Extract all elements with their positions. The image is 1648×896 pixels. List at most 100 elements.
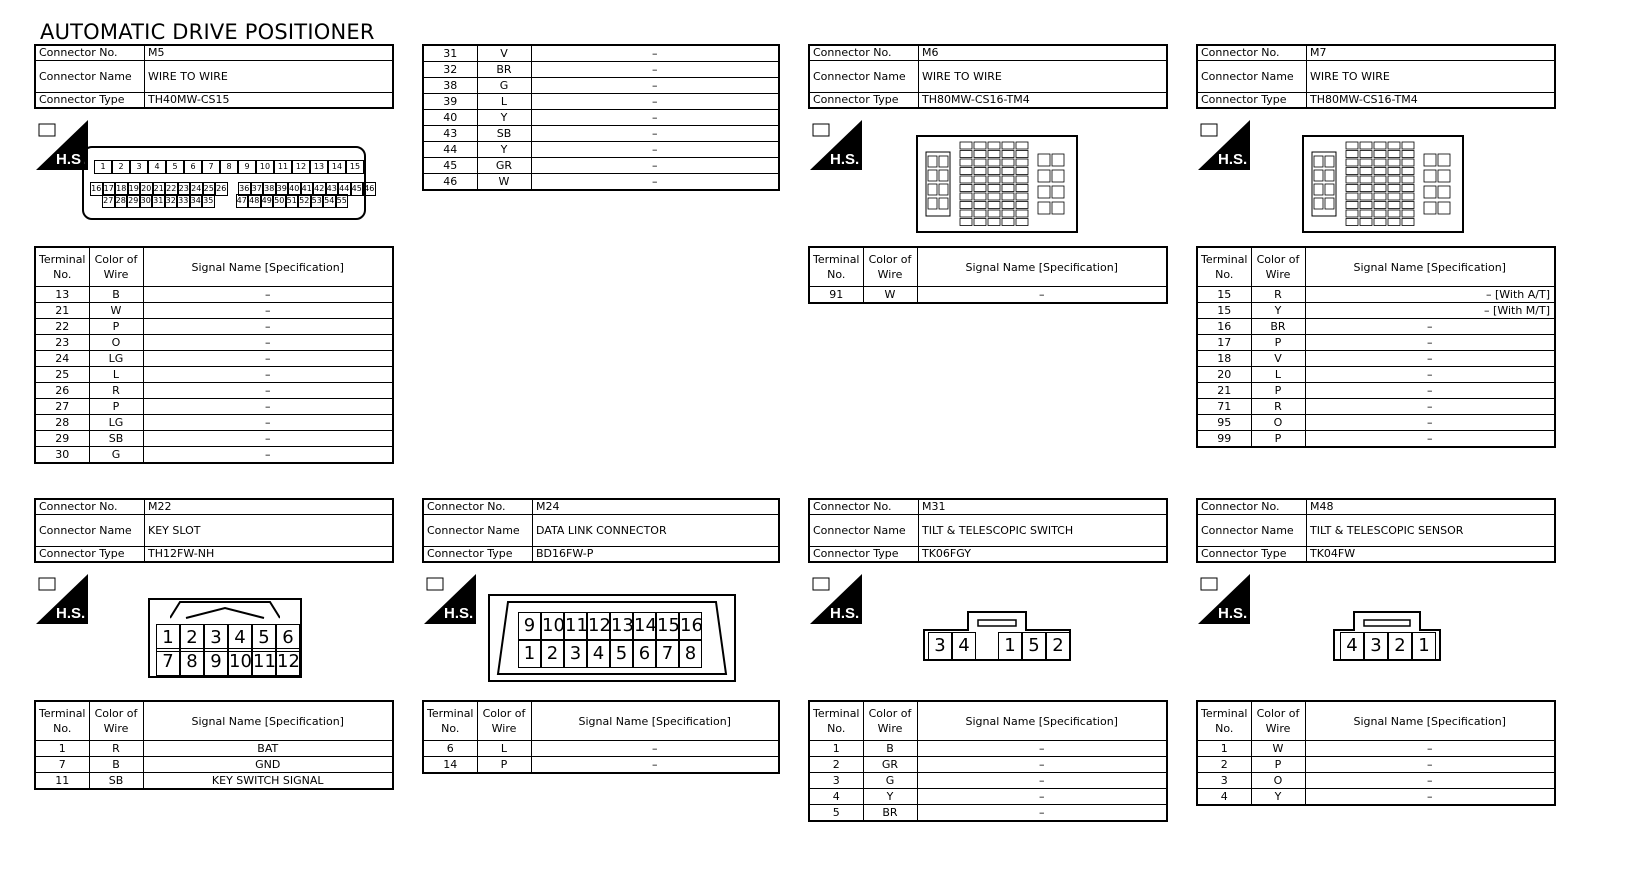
terminal-no: 17 bbox=[1196, 334, 1252, 351]
header-signal-name: Signal Name [Specification] bbox=[142, 246, 394, 287]
label-connector-name: Connector Name bbox=[34, 60, 145, 93]
terminal-no: 24 bbox=[34, 350, 90, 367]
wire-color: P bbox=[1250, 430, 1306, 448]
connector-pin bbox=[976, 632, 998, 658]
wire-color: O bbox=[1250, 772, 1306, 789]
wire-color: G bbox=[476, 77, 532, 94]
signal-name: – bbox=[142, 318, 394, 335]
wire-color: GR bbox=[476, 157, 532, 174]
connector-pin: 8 bbox=[679, 640, 702, 668]
connector-pin: 7 bbox=[202, 160, 220, 174]
signal-name: – bbox=[1304, 398, 1556, 415]
header-color-of-wire: Color of Wire bbox=[88, 246, 144, 287]
wire-color: SB bbox=[88, 772, 144, 790]
connector-m6-diagram bbox=[916, 132, 1078, 240]
wire-color: O bbox=[88, 334, 144, 351]
connector-no: M24 bbox=[532, 498, 780, 515]
connector-pin: 1 bbox=[156, 624, 180, 652]
wire-color: O bbox=[1250, 414, 1306, 431]
connector-pin: 8 bbox=[220, 160, 238, 174]
signal-name: – bbox=[530, 93, 780, 110]
signal-name: – bbox=[142, 430, 394, 447]
connector-pin: 21 bbox=[152, 182, 165, 196]
label-connector-no: Connector No. bbox=[808, 44, 919, 61]
connector-pin: 3 bbox=[130, 160, 148, 174]
signal-name: – [With M/T] bbox=[1304, 302, 1556, 319]
connector-name: DATA LINK CONNECTOR bbox=[532, 514, 780, 547]
connector-type: TK06FGY bbox=[918, 546, 1168, 563]
header-terminal-no: Terminal No. bbox=[1196, 700, 1252, 741]
wire-color: R bbox=[88, 740, 144, 757]
wire-color: BR bbox=[1250, 318, 1306, 335]
terminal-no: 43 bbox=[422, 125, 478, 142]
header-terminal-no: Terminal No. bbox=[34, 700, 90, 741]
header-terminal-no: Terminal No. bbox=[34, 246, 90, 287]
label-connector-name: Connector Name bbox=[808, 60, 919, 93]
connector-pin: 54 bbox=[323, 194, 336, 208]
wire-color: GR bbox=[862, 756, 918, 773]
connector-type: TH80MW-CS16-TM4 bbox=[918, 92, 1168, 109]
hs-label: H.S. bbox=[1218, 151, 1247, 168]
wire-color: L bbox=[88, 366, 144, 383]
header-terminal-no: Terminal No. bbox=[808, 246, 864, 287]
wire-color: W bbox=[1250, 740, 1306, 757]
connector-pin: 18 bbox=[115, 182, 128, 196]
connector-pin: 37 bbox=[250, 182, 263, 196]
connector-m22-latch bbox=[170, 601, 280, 619]
connector-no: M48 bbox=[1306, 498, 1556, 515]
connector-pin: 14 bbox=[328, 160, 346, 174]
connector-name: WIRE TO WIRE bbox=[918, 60, 1168, 93]
header-terminal-no: Terminal No. bbox=[808, 700, 864, 741]
connector-no: M7 bbox=[1306, 44, 1556, 61]
label-connector-name: Connector Name bbox=[1196, 60, 1307, 93]
signal-name: – bbox=[1304, 414, 1556, 431]
terminal-no: 21 bbox=[34, 302, 90, 319]
connector-type: TK04FW bbox=[1306, 546, 1556, 563]
signal-name: – bbox=[1304, 366, 1556, 383]
page-title: AUTOMATIC DRIVE POSITIONER bbox=[40, 20, 375, 44]
label-connector-type: Connector Type bbox=[808, 546, 919, 563]
signal-name: KEY SWITCH SIGNAL bbox=[142, 772, 394, 790]
connector-pin: 4 bbox=[228, 624, 252, 652]
connector-pin: 12 bbox=[587, 612, 611, 640]
connector-pin: 53 bbox=[310, 194, 323, 208]
connector-pin: 9 bbox=[238, 160, 256, 174]
wire-color: P bbox=[88, 318, 144, 335]
label-connector-type: Connector Type bbox=[34, 546, 145, 563]
connector-no: M6 bbox=[918, 44, 1168, 61]
connector-pin: 15 bbox=[656, 612, 680, 640]
signal-name: – bbox=[916, 772, 1168, 789]
connector-pin: 5 bbox=[166, 160, 184, 174]
header-color-of-wire: Color of Wire bbox=[1250, 700, 1306, 741]
connector-pin: 2 bbox=[180, 624, 204, 652]
signal-name: – bbox=[142, 398, 394, 415]
wire-color: W bbox=[862, 286, 918, 304]
header-color-of-wire: Color of Wire bbox=[862, 246, 918, 287]
hs-label: H.S. bbox=[1218, 605, 1247, 622]
header-terminal-no: Terminal No. bbox=[1196, 246, 1252, 287]
connector-pin: 9 bbox=[518, 612, 541, 640]
connector-pin bbox=[228, 182, 239, 194]
wire-color: B bbox=[88, 756, 144, 773]
